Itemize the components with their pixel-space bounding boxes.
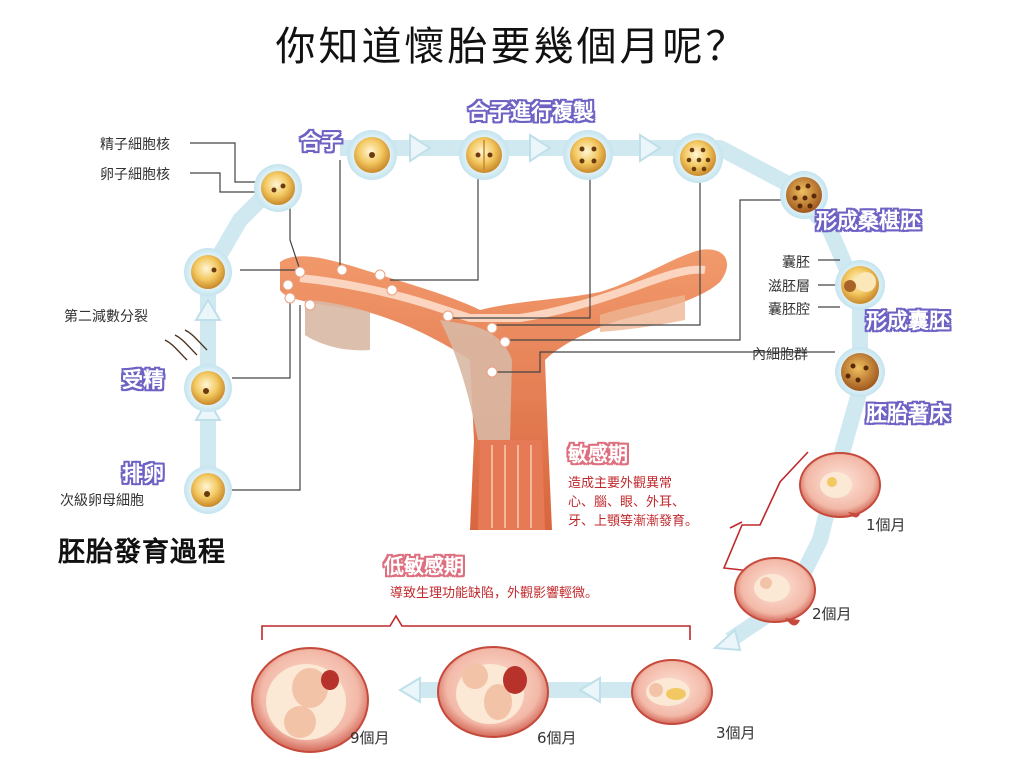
sensitive-bracket xyxy=(722,451,809,576)
label-inner-cell-mass: 內細胞群 xyxy=(752,347,808,363)
month-label-3: 3個月 xyxy=(716,724,756,742)
low-sensitive-period-title: 低敏感期 xyxy=(384,554,464,578)
cell-fertilized xyxy=(184,364,232,412)
cell-4cell xyxy=(563,130,613,180)
fetus-3-month xyxy=(631,659,713,725)
sensitive-note-line-1: 造成主要外觀異常 xyxy=(568,476,673,491)
label-blastocyst-small: 囊胚 xyxy=(782,255,810,271)
cell-meiosis xyxy=(184,248,232,296)
uterus-illustration xyxy=(280,249,728,531)
stage-fertilization: 受精 xyxy=(122,368,164,392)
label-blastocoel: 囊胚腔 xyxy=(768,302,810,318)
cell-2cell xyxy=(459,130,509,180)
fetus-9-month xyxy=(251,647,369,753)
page-title: 你知道懷胎要幾個月呢？ xyxy=(275,24,749,70)
sensitive-period-title: 敏感期 xyxy=(568,442,628,466)
cell-zygote xyxy=(347,130,397,180)
month-label-9: 9個月 xyxy=(350,729,390,747)
label-sperm-nucleus: 精子細胞核 xyxy=(100,137,170,153)
month-label-2: 2個月 xyxy=(812,605,852,623)
sensitive-note-line-2: 心、腦、眼、外耳、 xyxy=(568,495,686,510)
stage-implantation: 胚胎著床 xyxy=(866,402,950,426)
stage-zygote: 合子 xyxy=(300,130,342,154)
cycle-arrow-heads xyxy=(194,133,742,704)
sperm-icons xyxy=(164,329,208,361)
low-sensitive-note: 導致生理功能缺陷，外觀影響輕微。 xyxy=(390,586,599,601)
connector-dots xyxy=(282,264,511,378)
diagram-title: 胚胎發育過程 xyxy=(58,537,226,568)
stage-blastocyst: 形成囊胚 xyxy=(866,309,950,333)
fetus-6-month xyxy=(437,646,549,738)
label-trophoblast: 滋胚層 xyxy=(768,279,810,295)
cell-morula xyxy=(780,171,828,219)
label-egg-nucleus: 卵子細胞核 xyxy=(100,167,170,183)
embryo-1-month xyxy=(799,452,881,518)
label-second-meiosis: 第二減數分裂 xyxy=(64,309,148,325)
stage-replication: 合子進行複製 xyxy=(468,100,594,124)
cell-blastocyst xyxy=(835,260,885,310)
cell-secondary-oocyte xyxy=(184,466,232,514)
label-secondary-oocyte: 次級卵母細胞 xyxy=(60,493,144,509)
month-label-1: 1個月 xyxy=(866,516,906,534)
embryo-2-month xyxy=(734,557,816,626)
stage-ovulation: 排卵 xyxy=(122,462,164,486)
cell-pronuclei xyxy=(254,164,302,212)
cell-8cell xyxy=(673,133,723,183)
connector-lines xyxy=(190,142,840,491)
cell-implantation xyxy=(835,347,885,397)
stage-morula: 形成桑椹胚 xyxy=(816,209,921,233)
low-sensitive-bracket xyxy=(261,614,691,640)
sensitive-note-line-3: 牙、上顎等漸漸發育。 xyxy=(568,514,699,529)
month-label-6: 6個月 xyxy=(537,729,577,747)
